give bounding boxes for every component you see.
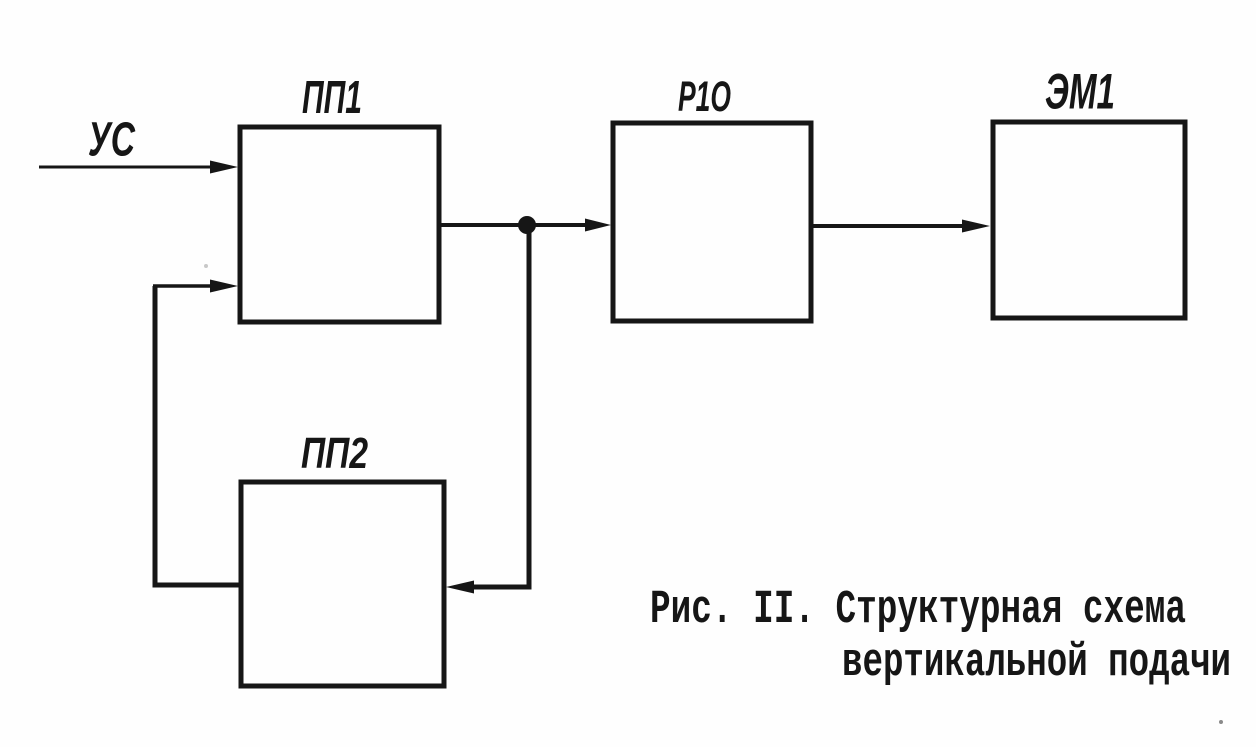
- svg-text:ПП1: ПП1: [302, 71, 362, 123]
- svg-text:вертикальной подачи: вертикальной подачи: [842, 637, 1231, 690]
- svg-text:УС: УС: [88, 114, 136, 167]
- svg-text:Р1О: Р1О: [678, 73, 731, 121]
- svg-text:Рис. II. Структурная схема: Рис. II. Структурная схема: [650, 584, 1186, 637]
- svg-text:ПП2: ПП2: [301, 429, 368, 478]
- svg-text:ЭМ1: ЭМ1: [1045, 64, 1115, 120]
